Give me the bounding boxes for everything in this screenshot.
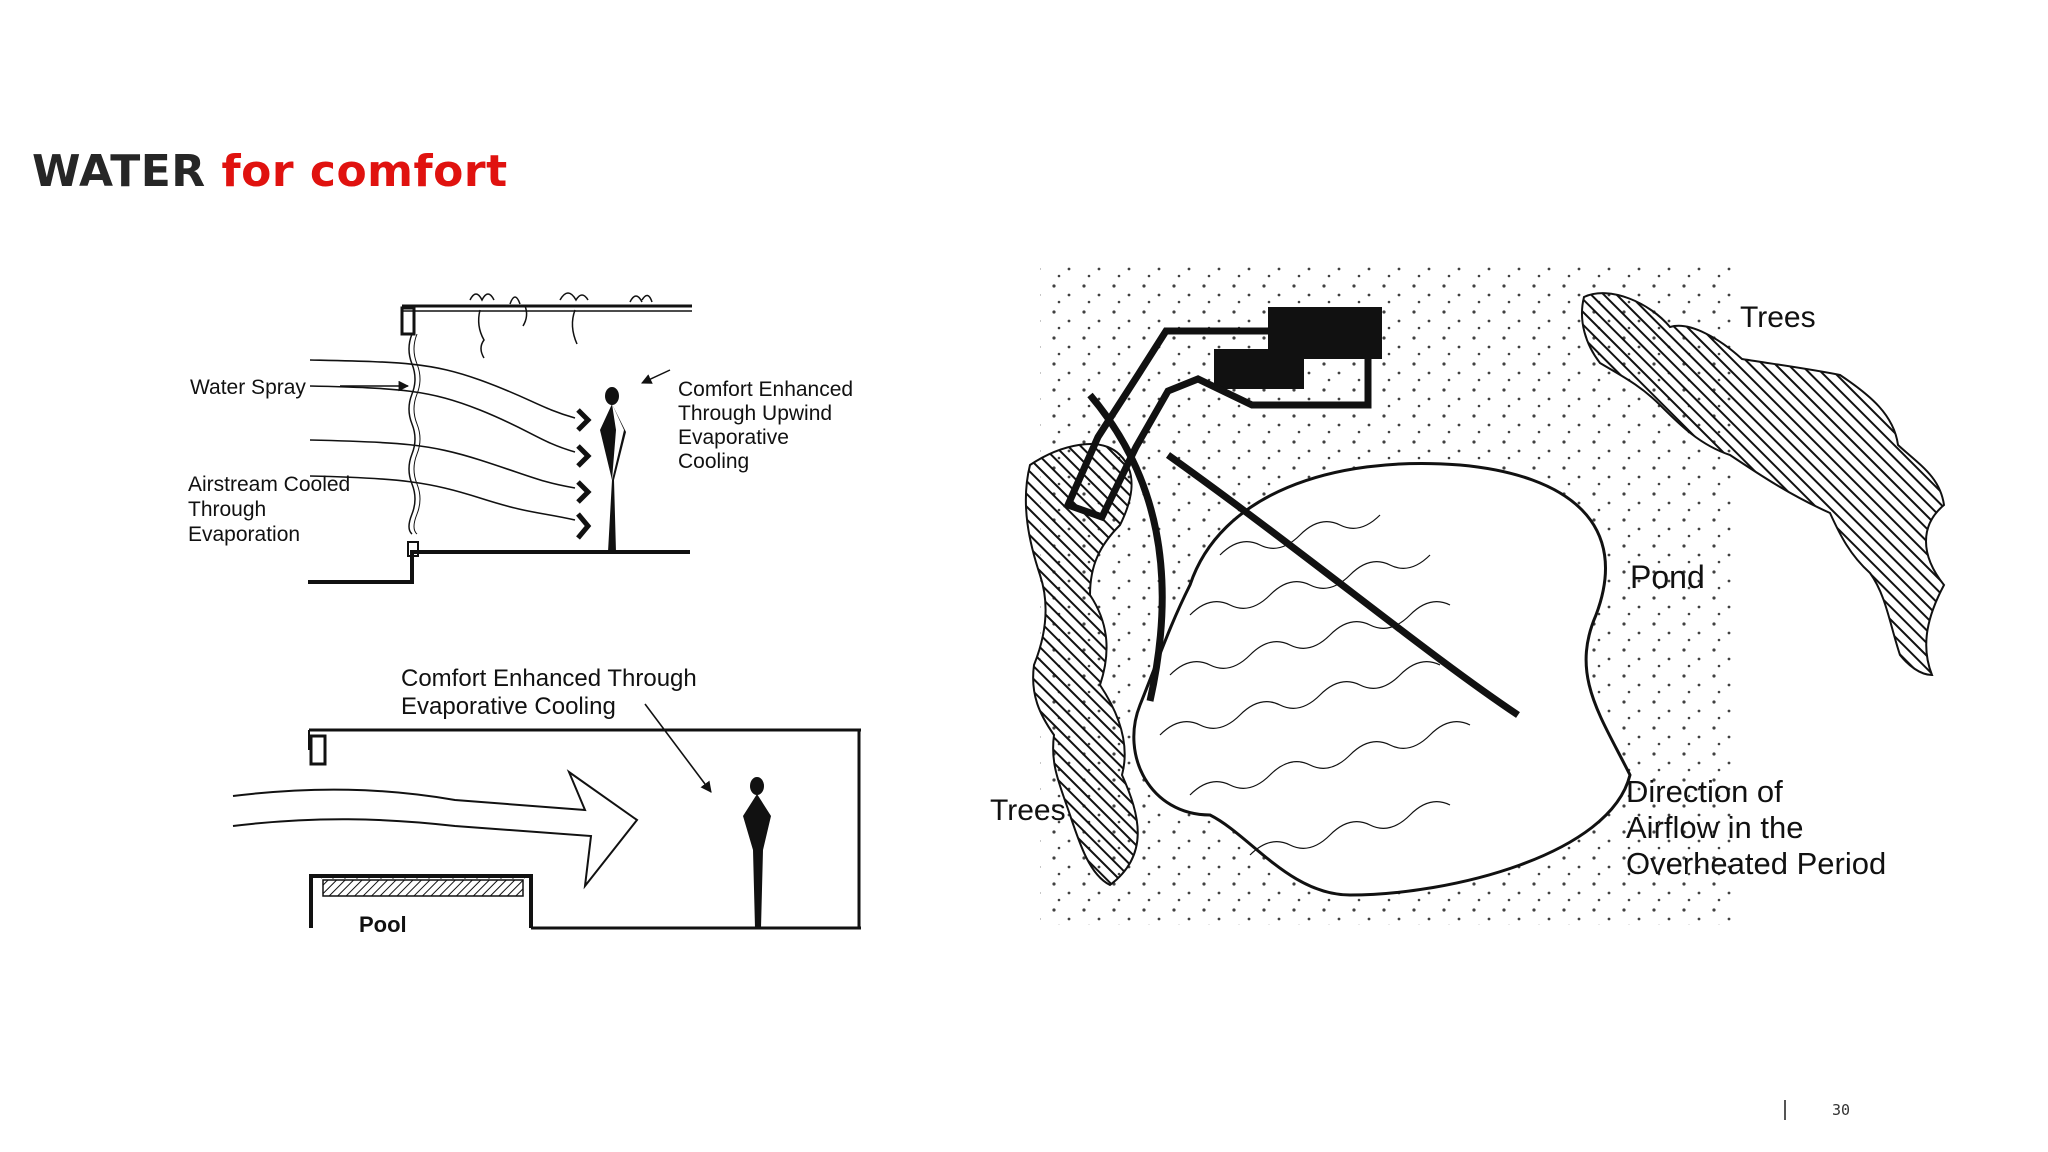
slide-title: WATER for comfort xyxy=(32,146,508,197)
pond-site-plan-diagram: Trees Trees Pond Direction of Airflow in… xyxy=(990,255,1970,935)
airstream-label-line-3: Evaporation xyxy=(188,523,300,546)
person-icon xyxy=(743,777,771,928)
pool-section-diagram: Comfort Enhanced Through Evaporative Coo… xyxy=(225,660,885,950)
airflow-label-line-3: Overheated Period xyxy=(1626,846,1886,881)
pond-label: Pond xyxy=(1630,559,1705,595)
comfort-label-line-2: Through Upwind xyxy=(678,402,832,425)
water-spray-section-diagram: Water Spray Airstream Cooled Through Eva… xyxy=(180,270,900,600)
airflow-arrow-shape xyxy=(1063,327,1372,522)
water-spray-label: Water Spray xyxy=(190,376,306,399)
comfort-evaporative-line-2: Evaporative Cooling xyxy=(401,693,616,720)
pond-ripples xyxy=(1159,514,1471,856)
person-icon xyxy=(600,387,626,552)
airstream-label-line-2: Through xyxy=(188,498,266,521)
page-number-separator xyxy=(1784,1100,1786,1120)
trees-left-shape xyxy=(1024,443,1139,887)
title-accent: for comfort xyxy=(221,146,508,197)
airstream-label-line-1: Airstream Cooled xyxy=(188,473,350,496)
trees-top-right-shape xyxy=(1580,292,1946,677)
comfort-label-line-1: Comfort Enhanced xyxy=(678,378,853,401)
trees-left-label: Trees xyxy=(990,794,1066,827)
comfort-label-line-4: Cooling xyxy=(678,450,749,473)
title-main: WATER xyxy=(32,146,206,197)
comfort-label-line-3: Evaporative xyxy=(678,426,789,449)
vine-icon xyxy=(469,292,653,359)
airflow-label-line-1: Direction of xyxy=(1626,774,1783,809)
pond-shape xyxy=(1132,462,1632,897)
pool-label: Pool xyxy=(359,912,407,937)
trees-top-label: Trees xyxy=(1740,301,1816,334)
page-number: 30 xyxy=(1832,1101,1851,1119)
airflow-label-line-2: Airflow in the xyxy=(1626,810,1803,845)
comfort-evaporative-line-1: Comfort Enhanced Through xyxy=(401,665,697,692)
